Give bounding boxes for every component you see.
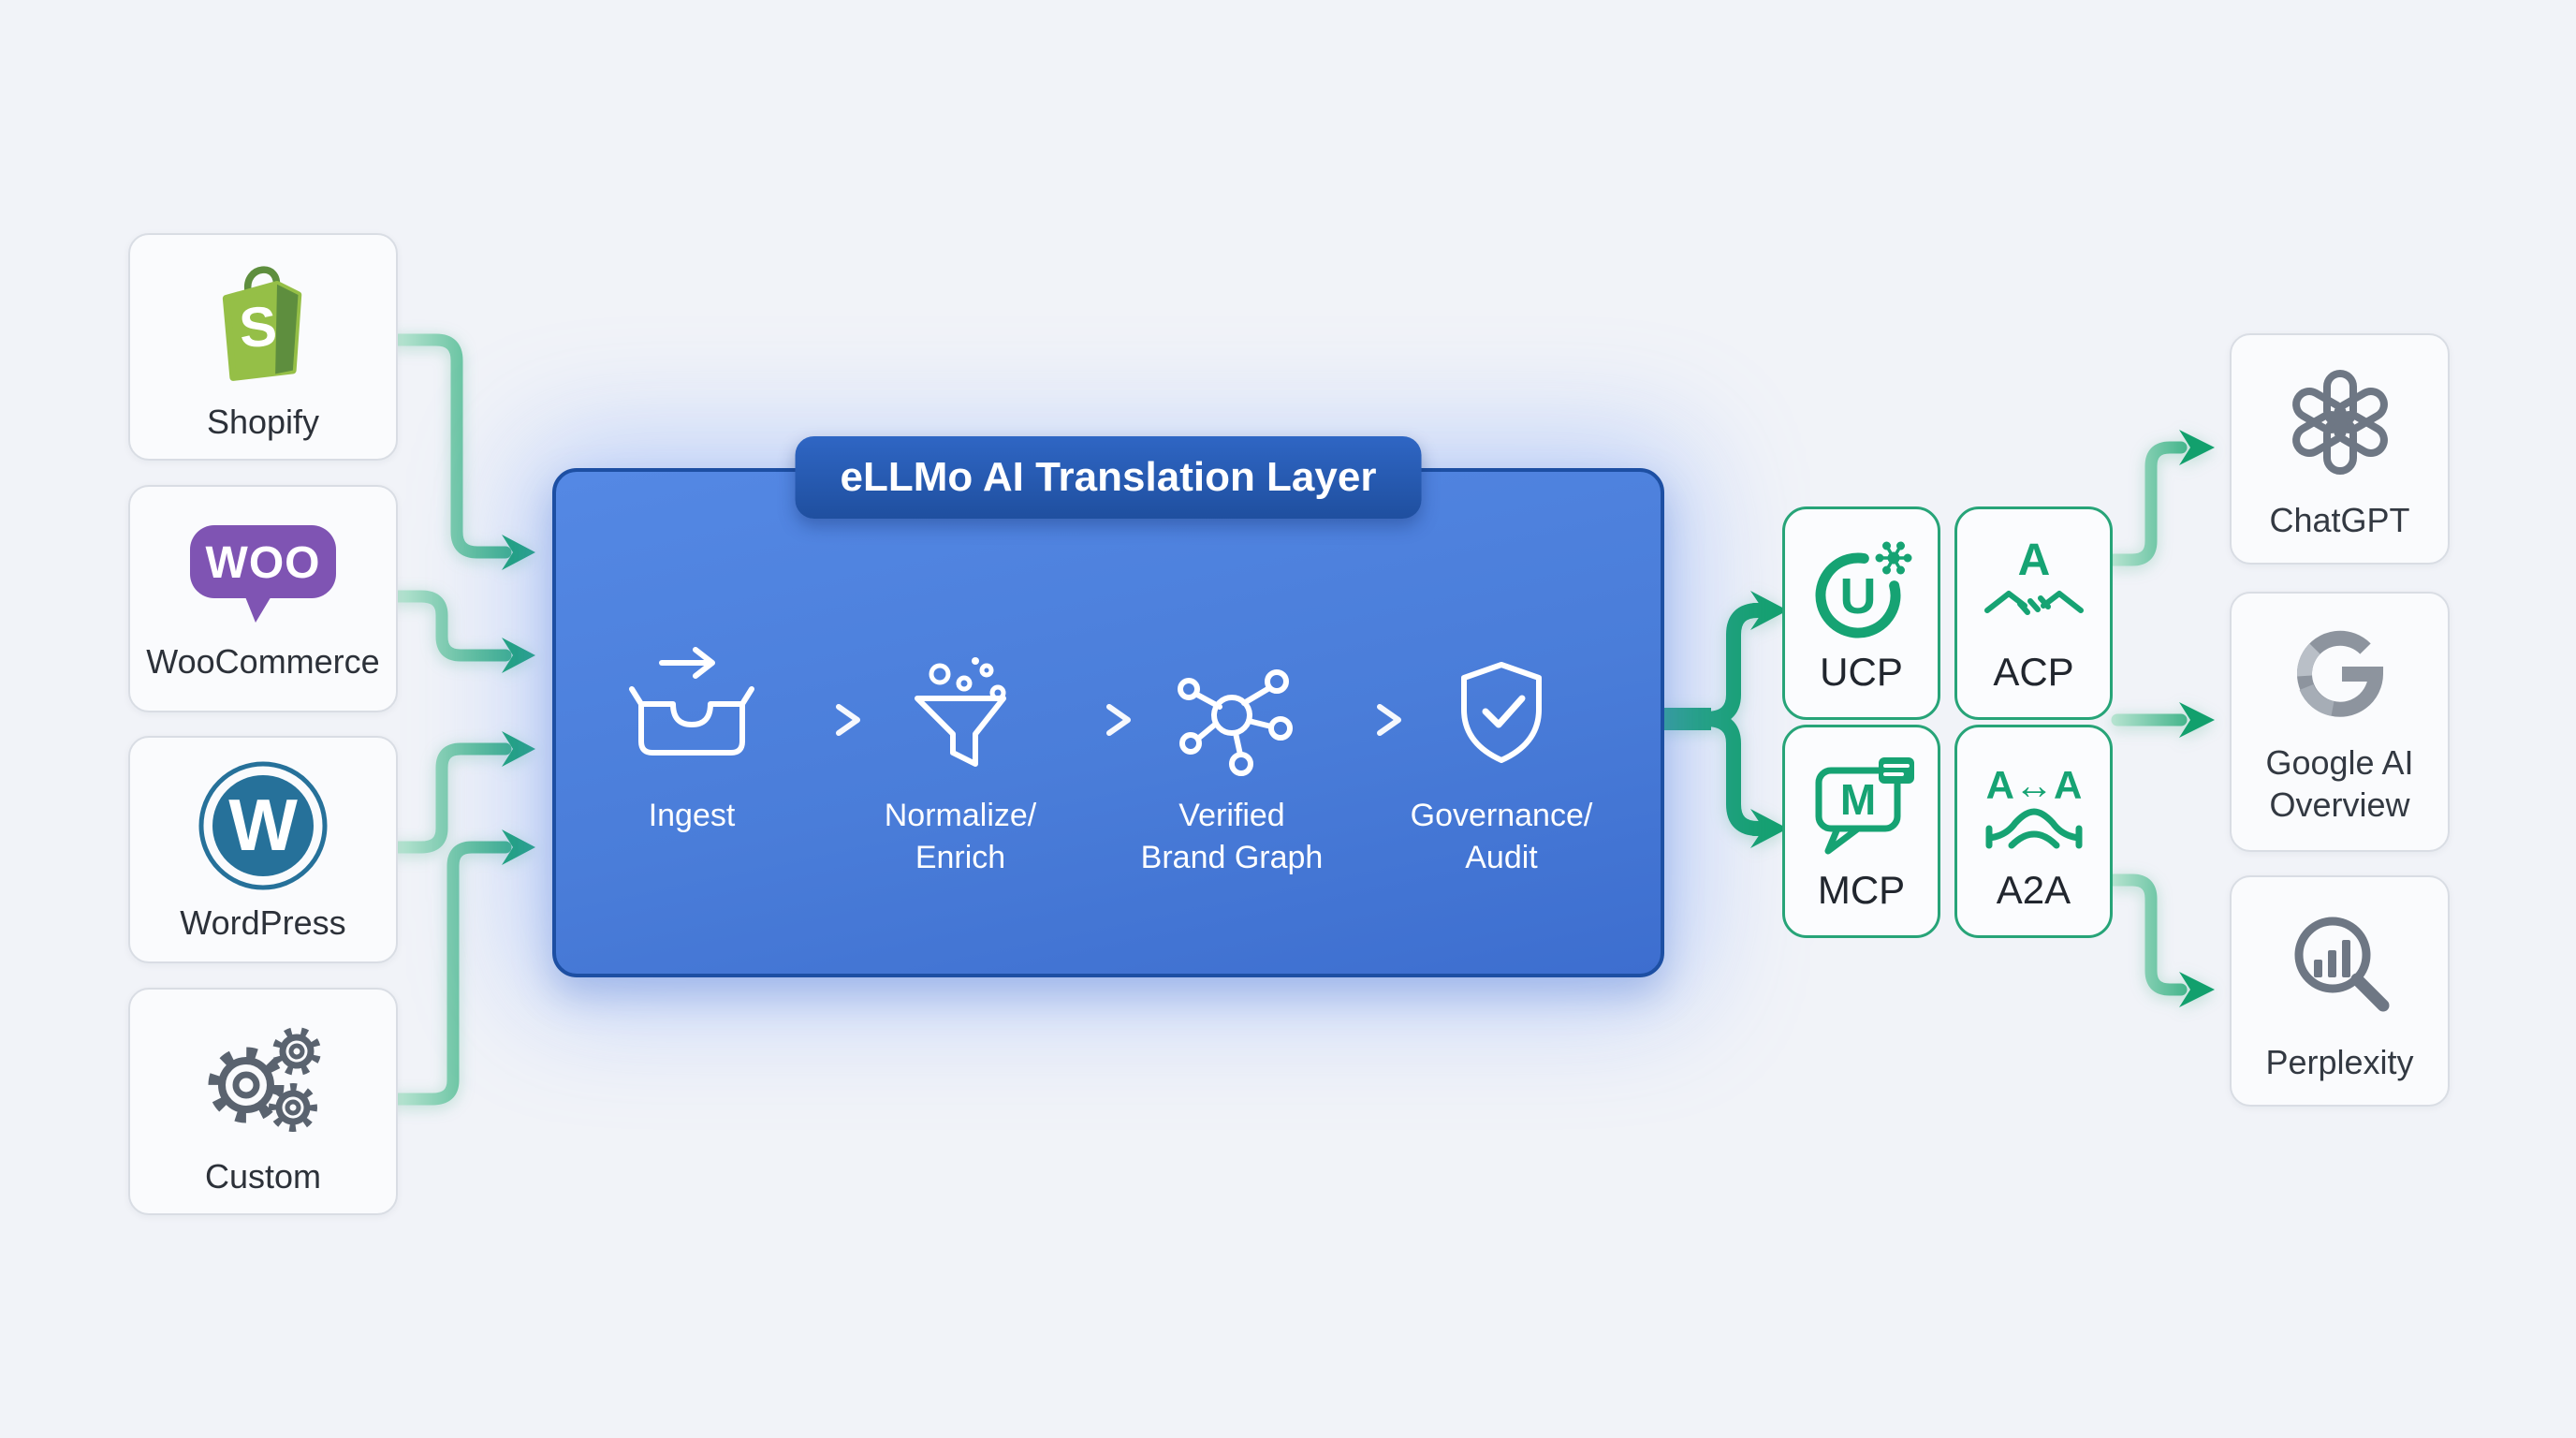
protocol-node-a2a: A↔A A2A: [1954, 725, 2113, 938]
source-label-woocommerce: WooCommerce: [146, 642, 380, 681]
handshake-icon: A: [1983, 536, 2084, 615]
arrowhead-chatgpt: [2179, 430, 2215, 465]
arrow-shopify-to-pipeline: [391, 333, 512, 559]
source-node-wordpress: W WordPress: [128, 736, 398, 963]
fork-branch-down: [1698, 712, 1765, 836]
arrowhead-perplexity: [2179, 972, 2215, 1007]
gears-icon: [208, 1026, 321, 1132]
a2a-bridge-icon: A↔A: [1985, 763, 2082, 849]
dest-label-chatgpt: ChatGPT: [2269, 501, 2410, 539]
step-label: Ingest: [648, 798, 736, 833]
svg-text:S: S: [237, 294, 279, 360]
step-label: Governance/ Audit: [1410, 798, 1593, 875]
arrowhead-ucp: [1750, 591, 1788, 630]
google-g-icon: [2296, 630, 2383, 717]
arrowhead-google: [2179, 702, 2215, 738]
arrowhead-woocommerce: [502, 638, 535, 673]
arrowhead-shopify: [502, 535, 535, 570]
fork-branch-up: [1698, 603, 1765, 726]
source-node-woocommerce: WOO WooCommerce: [128, 485, 398, 712]
arrow-a2a-to-perplexity: [2107, 873, 2188, 996]
protocol-node-mcp: M MCP: [1782, 725, 1940, 938]
pipeline-step-ingest: Ingest: [570, 645, 813, 837]
dest-node-google-ai-overview: Google AI Overview: [2230, 592, 2450, 852]
graph-network-icon: [1178, 669, 1293, 776]
pipeline-step-brand-graph: Verified Brand Graph: [1110, 645, 1354, 879]
protocol-label-acp: ACP: [1993, 650, 2074, 694]
shield-check-icon: [1461, 662, 1542, 763]
dest-label-google-ai-overview: Google AI Overview: [2265, 743, 2414, 824]
arrowhead-mcp: [1750, 809, 1788, 848]
step-arrow-icon: [1315, 704, 1401, 736]
step-label: Verified Brand Graph: [1140, 798, 1324, 875]
arrow-woocommerce-to-pipeline: [391, 590, 512, 662]
protocol-node-acp: A ACP: [1954, 506, 2113, 720]
woocommerce-icon: WOO: [190, 525, 336, 623]
arrow-custom-to-pipeline: [391, 841, 512, 1106]
wordpress-icon: W: [198, 761, 328, 889]
protocol-label-ucp: UCP: [1820, 650, 1903, 694]
funnel-icon: [915, 657, 1006, 767]
svg-text:A↔A: A↔A: [1985, 763, 2082, 807]
dest-node-chatgpt: ChatGPT: [2230, 333, 2450, 565]
arrowhead-custom: [502, 829, 535, 865]
protocol-node-ucp: U UCP: [1782, 506, 1940, 720]
arrowhead-wordpress: [502, 731, 535, 767]
svg-text:W: W: [228, 784, 298, 866]
svg-text:M: M: [1839, 775, 1875, 824]
dest-node-perplexity: Perplexity: [2230, 875, 2450, 1107]
mcp-chat-icon: M: [1815, 757, 1914, 855]
ucp-icon: U: [1815, 541, 1911, 638]
pipeline-title-badge: eLLMo AI Translation Layer: [795, 436, 1422, 519]
pipeline-step-governance: Governance/ Audit: [1380, 645, 1623, 879]
dest-label-perplexity: Perplexity: [2265, 1043, 2414, 1081]
svg-text:U: U: [1839, 568, 1876, 624]
source-node-shopify: S Shopify: [128, 233, 398, 461]
perplexity-search-chart-icon: [2294, 917, 2389, 1012]
step-arrow-icon: [774, 704, 860, 736]
pipeline-step-normalize: Normalize/ Enrich: [839, 645, 1082, 879]
ingest-inbox-icon: [629, 647, 754, 756]
chatgpt-openai-icon: [2291, 370, 2388, 475]
source-node-custom: Custom: [128, 988, 398, 1215]
step-label: Normalize/ Enrich: [884, 798, 1037, 875]
svg-text:WOO: WOO: [206, 538, 321, 588]
svg-text:A: A: [2017, 536, 2050, 585]
protocol-label-mcp: MCP: [1817, 868, 1906, 912]
source-label-wordpress: WordPress: [180, 902, 346, 942]
shopify-icon: S: [222, 266, 302, 381]
protocol-label-a2a: A2A: [1996, 868, 2071, 912]
arrow-wordpress-to-pipeline: [391, 742, 512, 854]
source-label-shopify: Shopify: [206, 402, 320, 441]
arrow-acp-to-chatgpt: [2107, 441, 2188, 566]
step-arrow-icon: [1045, 704, 1131, 736]
source-label-custom: Custom: [204, 1156, 322, 1196]
pipeline-box: eLLMo AI Translation Layer Ingest: [552, 436, 1664, 977]
